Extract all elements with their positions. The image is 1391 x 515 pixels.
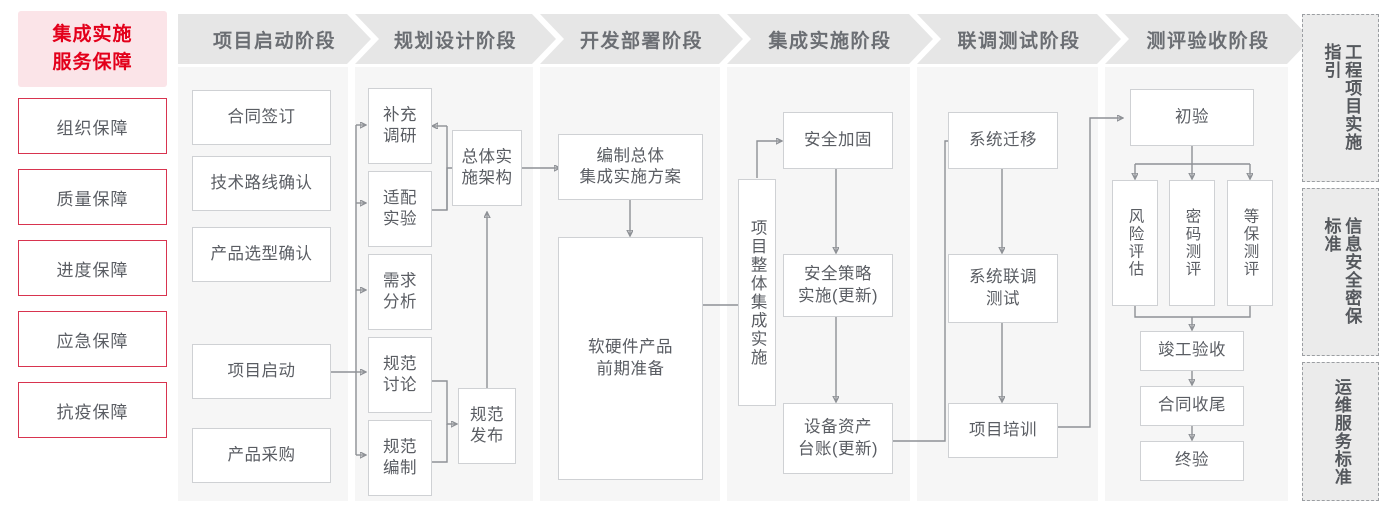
- node-crypto-evaluation[interactable]: 密码测评: [1169, 180, 1215, 306]
- node-security-hardening[interactable]: 安全加固: [783, 112, 893, 169]
- node-product-procurement[interactable]: 产品采购: [192, 428, 331, 483]
- node-product-selection[interactable]: 产品选型确认: [192, 227, 331, 282]
- node-spec-discussion[interactable]: 规范 讨论: [368, 337, 432, 413]
- node-system-migration[interactable]: 系统迁移: [948, 112, 1058, 169]
- node-project-kickoff[interactable]: 项目启动: [192, 344, 331, 399]
- node-hw-sw-preparation[interactable]: 软硬件产品 前期准备: [558, 237, 703, 480]
- node-adaptation-experiment[interactable]: 适配 实验: [368, 171, 432, 247]
- node-project-training[interactable]: 项目培训: [948, 403, 1058, 458]
- standard-label-infosec: 信息安全密保标准: [1321, 217, 1362, 325]
- stage-header-1[interactable]: 项目启动阶段: [178, 14, 371, 64]
- standard-label-ops: 运维服务标准: [1331, 377, 1351, 486]
- guarantee-item-schedule[interactable]: 进度保障: [18, 240, 167, 296]
- standard-engineering-guideline[interactable]: 工程项目实施指引: [1302, 14, 1379, 182]
- stage-header-3[interactable]: 开发部署阶段: [540, 14, 743, 64]
- node-tech-route-confirm[interactable]: 技术路线确认: [192, 156, 331, 211]
- stage-header-6[interactable]: 测评验收阶段: [1105, 14, 1311, 64]
- guarantee-item-emergency[interactable]: 应急保障: [18, 311, 167, 367]
- guarantee-title-line1: 集成实施: [52, 24, 133, 46]
- node-completion-acceptance[interactable]: 竣工验收: [1140, 331, 1244, 371]
- node-spec-drafting[interactable]: 规范 编制: [368, 420, 432, 496]
- guarantee-title-line2: 服务保障: [52, 52, 133, 73]
- node-initial-acceptance[interactable]: 初验: [1130, 89, 1254, 146]
- node-spec-release[interactable]: 规范 发布: [458, 388, 516, 464]
- guarantee-item-quality[interactable]: 质量保障: [18, 169, 167, 225]
- standard-ops-service-standard[interactable]: 运维服务标准: [1302, 362, 1379, 501]
- stage-header-2[interactable]: 规划设计阶段: [355, 14, 556, 64]
- node-supplementary-research[interactable]: 补充 调研: [368, 88, 432, 164]
- node-overall-integration[interactable]: 项目整体集成实施: [738, 179, 776, 406]
- guarantee-item-epidemic[interactable]: 抗疫保障: [18, 382, 167, 438]
- guarantee-title: 集成实施 服务保障: [18, 11, 167, 87]
- node-risk-assessment[interactable]: 风险评估: [1112, 180, 1158, 306]
- standard-label-engineering: 工程项目实施指引: [1321, 43, 1362, 151]
- node-requirement-analysis[interactable]: 需求 分析: [368, 254, 432, 330]
- node-integration-plan[interactable]: 编制总体 集成实施方案: [558, 134, 703, 200]
- guarantee-item-organization[interactable]: 组织保障: [18, 98, 167, 154]
- stage-header-5[interactable]: 联调测试阶段: [917, 14, 1121, 64]
- node-level-protection[interactable]: 等保测评: [1227, 180, 1273, 306]
- node-contract-closure[interactable]: 合同收尾: [1140, 386, 1244, 426]
- node-joint-debug-test[interactable]: 系统联调 测试: [948, 254, 1058, 323]
- stage-header-4[interactable]: 集成实施阶段: [727, 14, 933, 64]
- node-asset-ledger[interactable]: 设备资产 台账(更新): [783, 403, 893, 474]
- node-final-acceptance[interactable]: 终验: [1140, 441, 1244, 481]
- node-overall-architecture[interactable]: 总体实 施架构: [452, 130, 522, 206]
- node-contract-signing[interactable]: 合同签订: [192, 90, 331, 145]
- node-security-policy[interactable]: 安全策略 实施(更新): [783, 254, 893, 317]
- standard-infosec-standard[interactable]: 信息安全密保标准: [1302, 188, 1379, 356]
